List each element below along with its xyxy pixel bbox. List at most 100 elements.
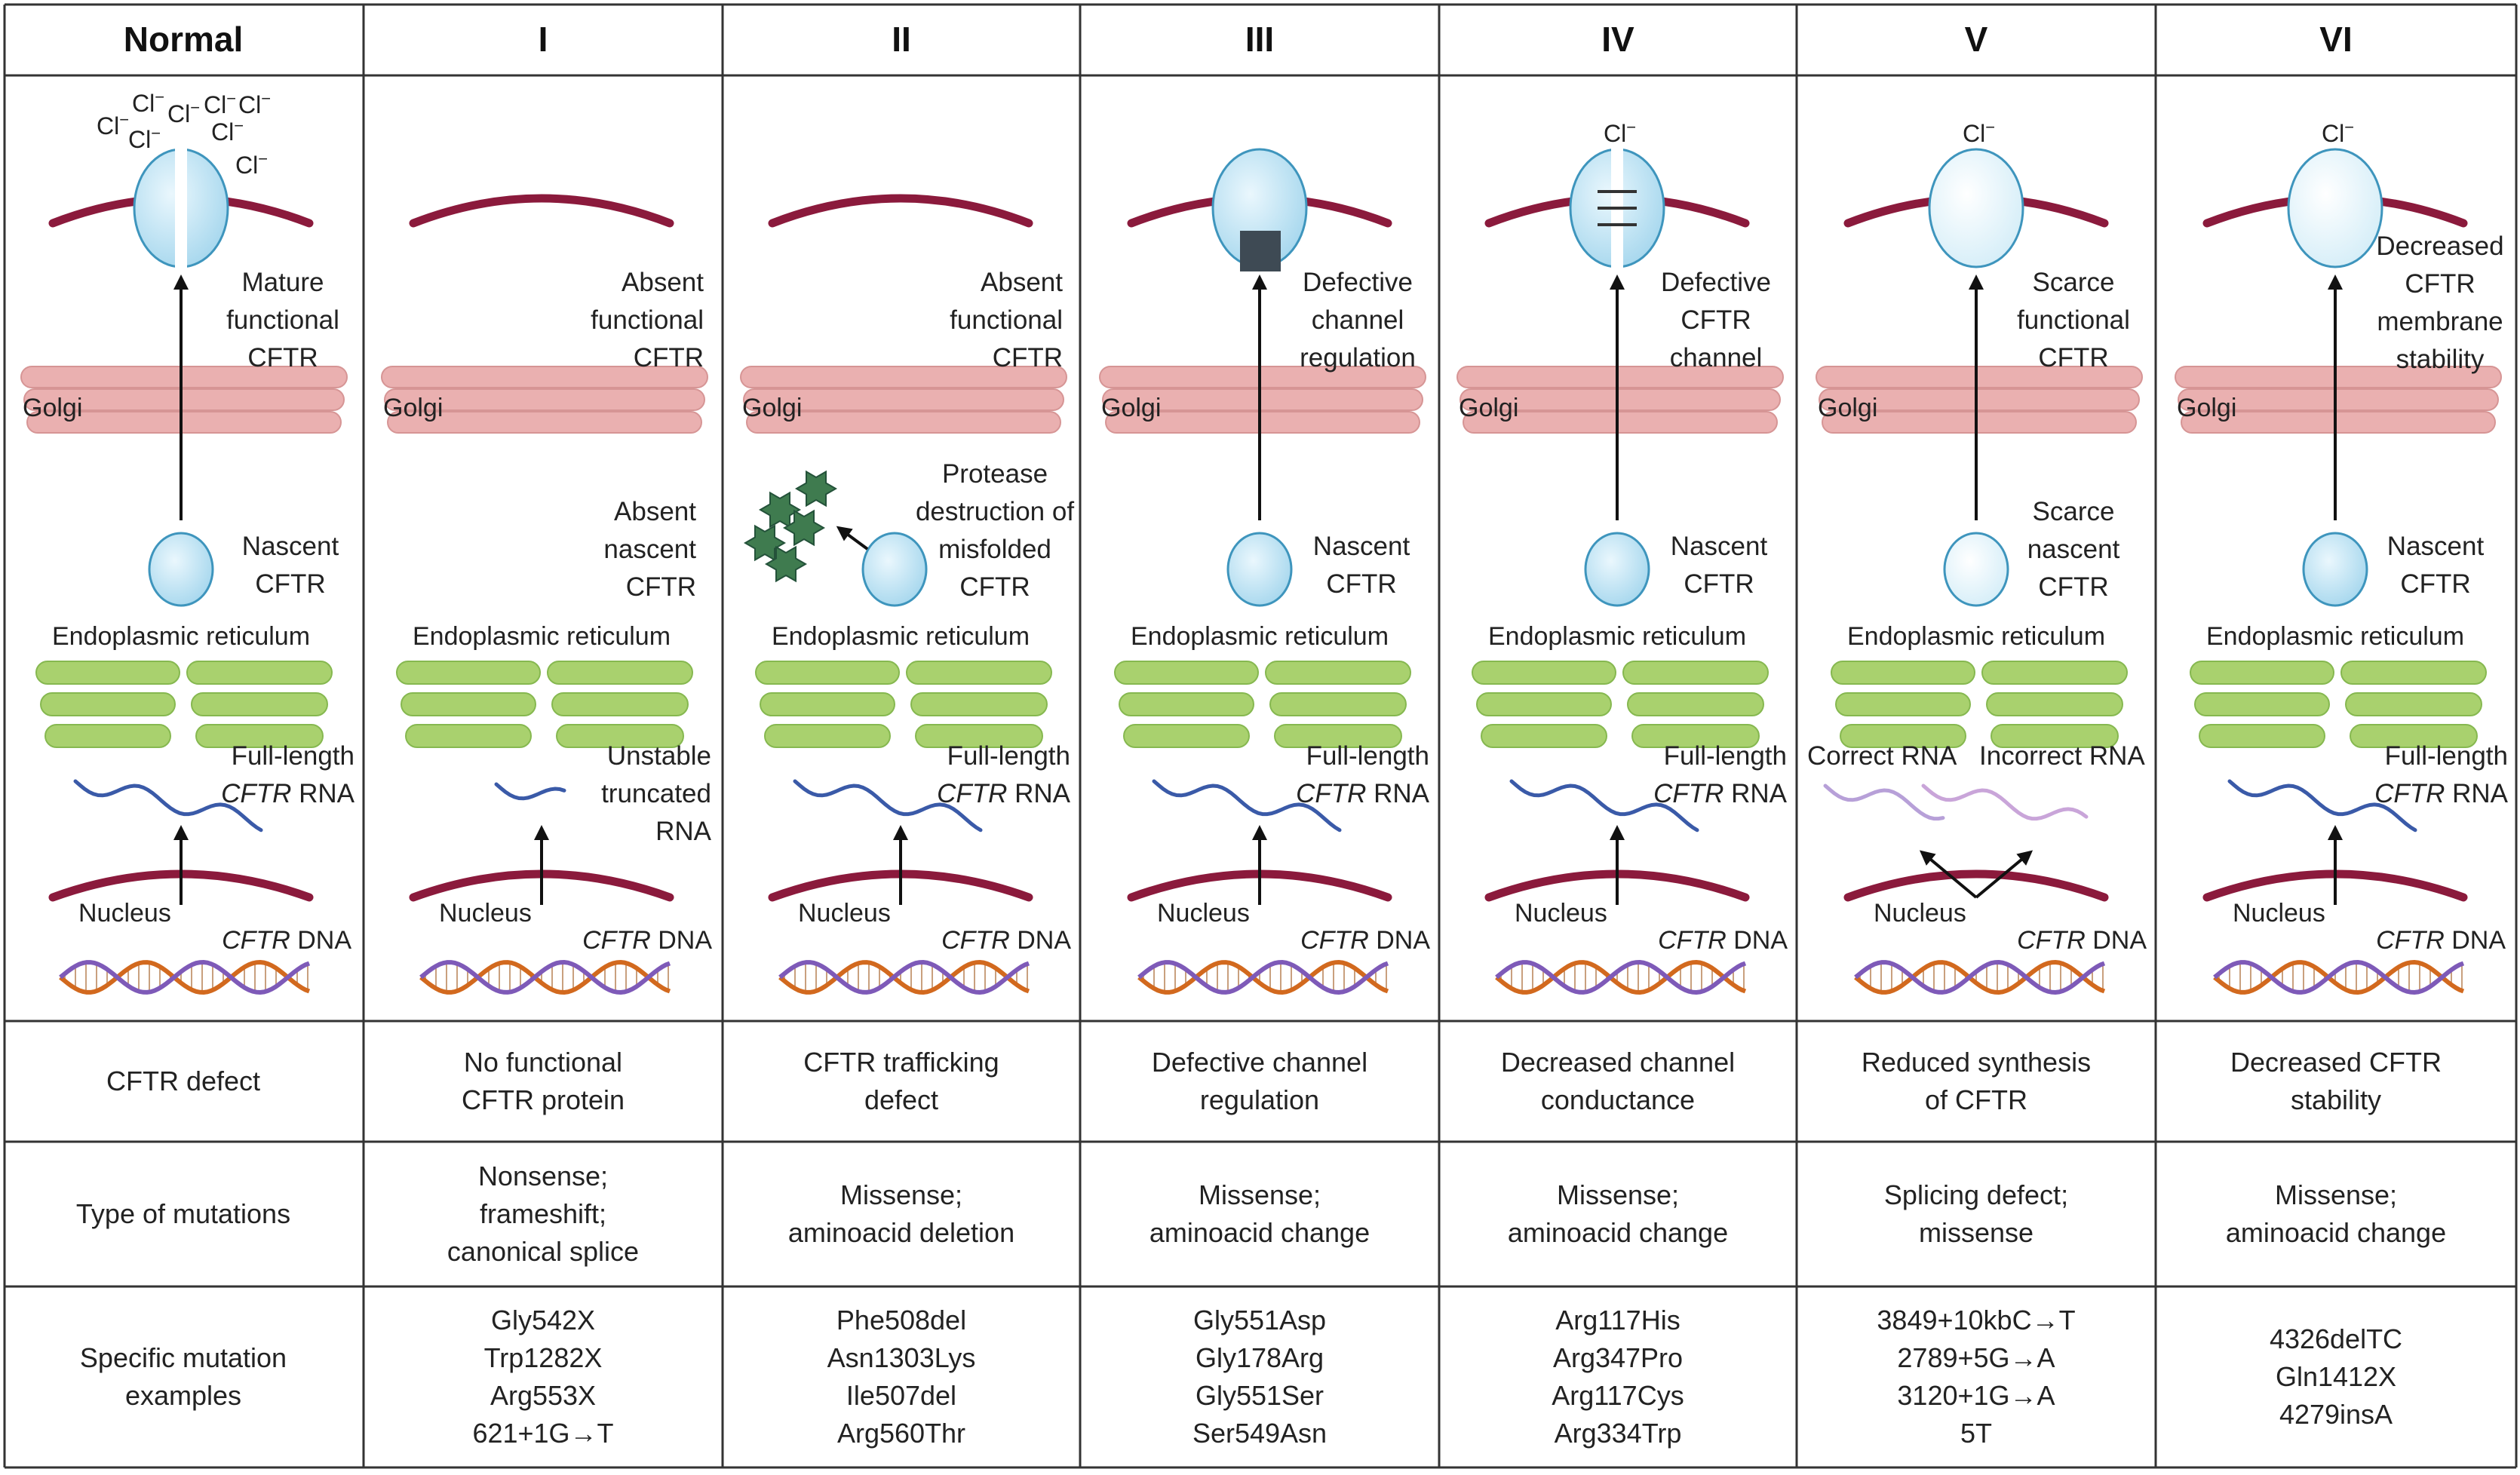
mutation-examples-cell: Arg117His Arg347Pro Arg117Cys Arg334Trp xyxy=(1552,1305,1684,1449)
rna-strand xyxy=(793,779,983,833)
er-cisterna xyxy=(2350,724,2478,748)
nascent-cftr xyxy=(148,532,214,607)
nascent-label: Nascent CFTR xyxy=(241,532,339,599)
er-cisterna xyxy=(1269,692,1407,716)
er-cisterna xyxy=(1114,661,1259,685)
er-cisterna xyxy=(2190,661,2334,685)
nuclear-membrane xyxy=(1843,869,2109,902)
er-cisterna xyxy=(2194,692,2330,716)
regulation-block xyxy=(1240,231,1281,271)
golgi-cisterna xyxy=(2178,388,2499,411)
er-cisterna xyxy=(1831,661,1975,685)
defect-cell: Decreased CFTR stability xyxy=(2230,1047,2442,1115)
golgi-cisterna xyxy=(2181,411,2496,434)
nascent-label: Absent nascent CFTR xyxy=(603,497,696,602)
rna-label: Unstable truncated RNA xyxy=(601,741,711,846)
golgi-label: Golgi xyxy=(2177,394,2236,422)
er-cisterna xyxy=(1991,724,2119,748)
protein-label: Decreased CFTR membrane stability xyxy=(2376,232,2504,374)
er-cisterna xyxy=(1835,692,1971,716)
defect-cell: Defective channel regulation xyxy=(1151,1047,1368,1115)
er-label: Endoplasmic reticulum xyxy=(52,622,310,651)
er-cisterna xyxy=(915,724,1043,748)
dna-strand xyxy=(1137,959,1389,995)
open-channel-pore xyxy=(175,147,187,269)
truncated-rna-strand xyxy=(494,782,566,801)
incorrect-rna-label: Incorrect RNA xyxy=(1979,741,2145,771)
mutation-examples-cell: 3849+10kbC→T 2789+5G→A 3120+1G→A 5T xyxy=(1877,1305,2076,1449)
protein-label: Absent functional CFTR xyxy=(950,268,1063,373)
golgi-cisterna xyxy=(20,366,348,388)
nucleus-label: Nucleus xyxy=(1515,899,1607,928)
dna-label: CFTR DNA xyxy=(1658,926,1788,955)
protease-enzyme xyxy=(782,509,826,547)
er-label: Endoplasmic reticulum xyxy=(2206,622,2464,651)
dna-strand xyxy=(1495,959,1747,995)
header-class-ii: II xyxy=(892,20,911,59)
correct-rna-strand xyxy=(1823,783,1945,821)
protein-label: Mature functional CFTR xyxy=(226,268,339,373)
golgi-label: Golgi xyxy=(1101,394,1161,422)
golgi-label: Golgi xyxy=(383,394,443,422)
chloride-ion: Cl− xyxy=(1963,118,1995,147)
golgi-cisterna xyxy=(381,366,708,388)
er-cisterna xyxy=(191,692,328,716)
nascent-label: Nascent CFTR xyxy=(2386,532,2485,599)
er-cisterna xyxy=(1986,692,2123,716)
dna-label: CFTR DNA xyxy=(582,926,712,955)
cell-membrane xyxy=(768,194,1033,228)
defect-cell: No functional CFTR protein xyxy=(461,1047,625,1115)
nascent-label: Scarce nascent CFTR xyxy=(2027,497,2120,602)
golgi-cisterna xyxy=(26,411,342,434)
golgi-cisterna xyxy=(1456,366,1784,388)
row-label-cftr-defect: CFTR defect xyxy=(106,1066,261,1096)
er-label: Endoplasmic reticulum xyxy=(1847,622,2105,651)
mutation-type-cell: Splicing defect; missense xyxy=(1883,1179,2069,1248)
chloride-ion: Cl− xyxy=(2322,118,2354,147)
row-label-mutation-type: Type of mutations xyxy=(75,1198,291,1229)
er-cisterna xyxy=(40,692,176,716)
golgi-cisterna xyxy=(740,366,1067,388)
defect-cell: Reduced synthesis of CFTR xyxy=(1861,1047,2092,1115)
chloride-ion: Cl− xyxy=(235,149,268,179)
er-cisterna xyxy=(186,661,333,685)
golgi-label: Golgi xyxy=(742,394,802,422)
chloride-ion: Cl− xyxy=(128,124,161,153)
er-cisterna xyxy=(1631,724,1760,748)
golgi-cisterna xyxy=(1816,366,2143,388)
dna-strand xyxy=(778,959,1030,995)
dna-strand xyxy=(59,959,311,995)
er-cisterna xyxy=(1119,692,1254,716)
er-cisterna xyxy=(1481,724,1607,748)
chloride-ion: Cl− xyxy=(167,98,200,127)
golgi-cisterna xyxy=(746,411,1061,434)
golgi-cisterna xyxy=(1463,411,1778,434)
nucleus-label: Nucleus xyxy=(798,899,891,928)
golgi-cisterna xyxy=(384,388,705,411)
mutation-type-cell: Missense; aminoacid change xyxy=(1507,1179,1729,1248)
golgi-cisterna xyxy=(1105,411,1420,434)
transcription-arrow xyxy=(1919,850,1978,899)
degradation-arrow xyxy=(836,526,869,550)
header-class-vi: VI xyxy=(2319,20,2353,59)
mutation-examples-cell: Gly542X Trp1282X Arg553X 621+1G→T xyxy=(472,1305,614,1449)
transcription-arrow xyxy=(1975,850,2033,899)
cftr-channel xyxy=(1928,148,2024,268)
er-cisterna xyxy=(906,661,1052,685)
golgi-cisterna xyxy=(1819,388,2140,411)
dna-label: CFTR DNA xyxy=(2376,926,2506,955)
header-class-v: V xyxy=(1964,20,1988,59)
chloride-ion: Cl− xyxy=(238,89,271,118)
er-cisterna xyxy=(1622,661,1769,685)
er-cisterna xyxy=(1476,692,1612,716)
er-cisterna xyxy=(910,692,1048,716)
er-cisterna xyxy=(755,661,900,685)
mutation-examples-cell: Gly551Asp Gly178Arg Gly551Ser Ser549Asn xyxy=(1192,1305,1328,1449)
chloride-ion: Cl− xyxy=(97,110,129,140)
er-cisterna xyxy=(195,724,324,748)
